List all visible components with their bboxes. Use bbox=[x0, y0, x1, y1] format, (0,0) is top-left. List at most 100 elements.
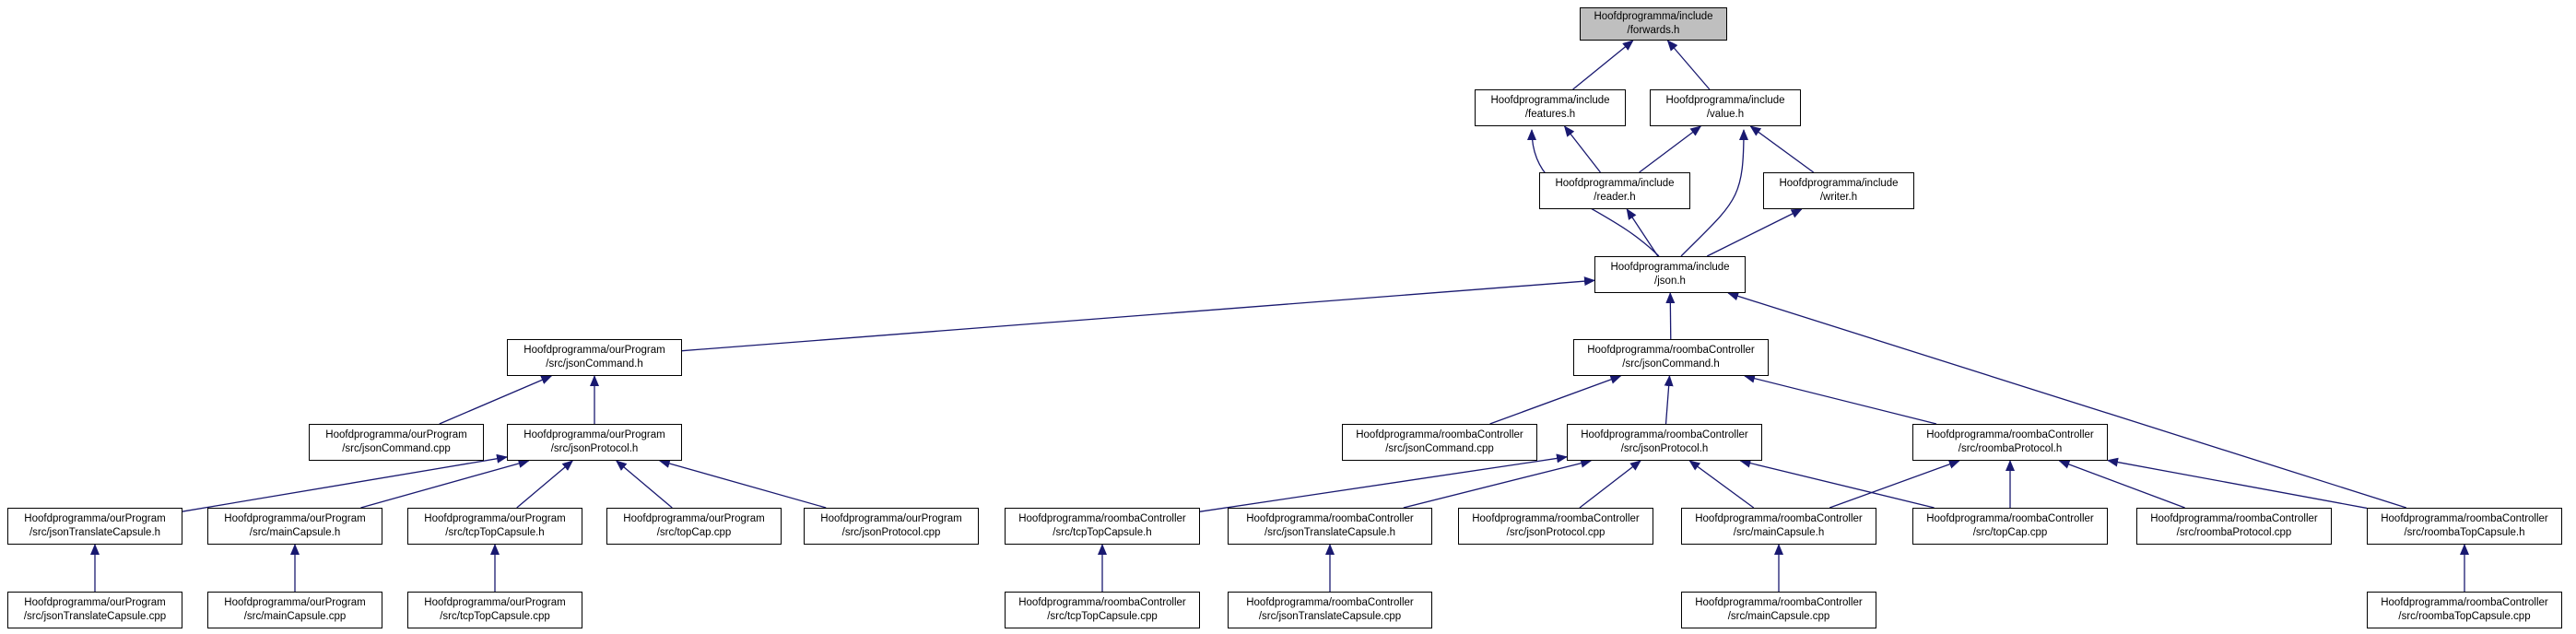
file-node-op-jsonTranslateCapsule-h[interactable]: Hoofdprogramma/ourProgram/src/jsonTransl… bbox=[7, 508, 182, 545]
node-file-label: /src/mainCapsule.h bbox=[249, 527, 341, 538]
node-path-label: Hoofdprogramma/roombaController bbox=[2381, 597, 2548, 608]
node-path-label: Hoofdprogramma/ourProgram bbox=[623, 513, 765, 524]
file-node-op-jsonTranslateCapsule-cpp[interactable]: Hoofdprogramma/ourProgram/src/jsonTransl… bbox=[7, 592, 182, 628]
edge-writer-to-value bbox=[1749, 125, 1815, 173]
file-node-reader[interactable]: Hoofdprogramma/include/reader.h bbox=[1539, 172, 1690, 209]
file-node-rc-jsonTranslateCapsule-cpp[interactable]: Hoofdprogramma/roombaController/src/json… bbox=[1228, 592, 1432, 628]
edge-features-to-forwards bbox=[1572, 40, 1634, 90]
edge-rc-roombaProtocol-h-to-rc-jsonCommand-h bbox=[1744, 373, 1937, 425]
file-node-rc-roombaTopCapsule-cpp[interactable]: Hoofdprogramma/roombaController/src/room… bbox=[2367, 592, 2562, 628]
node-file-label: /src/jsonCommand.h bbox=[1622, 358, 1720, 370]
file-node-op-mainCapsule-cpp[interactable]: Hoofdprogramma/ourProgram/src/mainCapsul… bbox=[207, 592, 382, 628]
file-node-op-tcpTopCapsule-h[interactable]: Hoofdprogramma/ourProgram/src/tcpTopCaps… bbox=[407, 508, 582, 545]
node-file-label: /src/jsonTranslateCapsule.cpp bbox=[1258, 611, 1402, 622]
node-file-label: /src/tcpTopCapsule.cpp bbox=[440, 611, 550, 622]
edge-op-jsonCommand-cpp-to-op-jsonCommand-h bbox=[439, 375, 553, 425]
node-path-label: Hoofdprogramma/roombaController bbox=[1926, 513, 2094, 524]
file-node-op-topCap-cpp[interactable]: Hoofdprogramma/ourProgram/src/topCap.cpp bbox=[606, 508, 782, 545]
file-node-rc-topCap-cpp[interactable]: Hoofdprogramma/roombaController/src/topC… bbox=[1912, 508, 2108, 545]
node-path-label: Hoofdprogramma/include bbox=[1779, 178, 1899, 189]
node-file-label: /src/topCap.cpp bbox=[656, 527, 732, 538]
file-node-op-tcpTopCapsule-cpp[interactable]: Hoofdprogramma/ourProgram/src/tcpTopCaps… bbox=[407, 592, 582, 628]
node-path-label: Hoofdprogramma/ourProgram bbox=[523, 429, 665, 440]
file-node-rc-tcpTopCapsule-h[interactable]: Hoofdprogramma/roombaController/src/tcpT… bbox=[1005, 508, 1200, 545]
edge-reader-to-value bbox=[1639, 125, 1702, 173]
edge-rc-tcpTopCapsule-h-to-rc-jsonProtocol-h bbox=[1199, 453, 1568, 512]
node-path-label: Hoofdprogramma/roombaController bbox=[1356, 429, 1523, 440]
file-node-value[interactable]: Hoofdprogramma/include/value.h bbox=[1650, 89, 1801, 126]
node-file-label: /src/tcpTopCapsule.cpp bbox=[1047, 611, 1158, 622]
node-path-label: Hoofdprogramma/ourProgram bbox=[424, 513, 566, 524]
edge-op-jsonProtocol-cpp-to-op-jsonProtocol-h bbox=[658, 459, 827, 509]
edge-json-to-writer bbox=[1706, 208, 1803, 257]
node-path-label: Hoofdprogramma/ourProgram bbox=[523, 345, 665, 356]
node-file-label: /src/mainCapsule.h bbox=[1733, 527, 1825, 538]
node-file-label: /src/jsonTranslateCapsule.cpp bbox=[23, 611, 167, 622]
node-file-label: /src/roombaProtocol.h bbox=[1958, 443, 2063, 454]
file-node-rc-tcpTopCapsule-cpp[interactable]: Hoofdprogramma/roombaController/src/tcpT… bbox=[1005, 592, 1200, 628]
edge-rc-topCap-cpp-to-rc-jsonProtocol-h bbox=[1739, 458, 1935, 509]
edge-rc-roombaTopCapsule-h-to-json bbox=[1727, 291, 2407, 509]
file-node-op-jsonCommand-cpp[interactable]: Hoofdprogramma/ourProgram/src/jsonComman… bbox=[309, 424, 484, 461]
file-node-op-jsonProtocol-cpp[interactable]: Hoofdprogramma/ourProgram/src/jsonProtoc… bbox=[804, 508, 979, 545]
node-file-label: /src/topCap.cpp bbox=[1972, 527, 2048, 538]
file-node-rc-jsonProtocol-h[interactable]: Hoofdprogramma/roombaController/src/json… bbox=[1567, 424, 1762, 461]
node-path-label: Hoofdprogramma/include bbox=[1490, 95, 1610, 106]
file-node-op-mainCapsule-h[interactable]: Hoofdprogramma/ourProgram/src/mainCapsul… bbox=[207, 508, 382, 545]
edge-rc-jsonCommand-h-to-json bbox=[1665, 292, 1676, 340]
edge-rc-roombaTopCapsule-h-to-rc-roombaProtocol-h bbox=[2107, 457, 2368, 510]
file-node-json[interactable]: Hoofdprogramma/include/json.h bbox=[1594, 256, 1746, 293]
file-node-rc-mainCapsule-cpp[interactable]: Hoofdprogramma/roombaController/src/main… bbox=[1681, 592, 1876, 628]
node-path-label: Hoofdprogramma/roombaController bbox=[1581, 429, 1748, 440]
file-node-rc-jsonCommand-h[interactable]: Hoofdprogramma/roombaController/src/json… bbox=[1573, 339, 1769, 376]
node-path-label: Hoofdprogramma/roombaController bbox=[1018, 597, 1186, 608]
node-path-label: Hoofdprogramma/roombaController bbox=[1695, 597, 1863, 608]
node-path-label: Hoofdprogramma/roombaController bbox=[2150, 513, 2318, 524]
edge-rc-roombaProtocol-cpp-to-rc-roombaProtocol-h bbox=[2058, 460, 2185, 509]
file-node-features[interactable]: Hoofdprogramma/include/features.h bbox=[1475, 89, 1626, 126]
node-file-label: /src/mainCapsule.cpp bbox=[1727, 611, 1830, 622]
edge-json-to-value bbox=[1680, 129, 1748, 257]
file-node-rc-jsonCommand-cpp[interactable]: Hoofdprogramma/roombaController/src/json… bbox=[1342, 424, 1537, 461]
node-path-label: Hoofdprogramma/roombaController bbox=[1246, 597, 1414, 608]
edge-rc-jsonProtocol-h-to-rc-jsonCommand-h bbox=[1664, 375, 1674, 425]
edge-op-jsonTranslateCapsule-h-to-op-jsonProtocol-h bbox=[182, 453, 508, 512]
node-file-label: /src/tcpTopCapsule.h bbox=[1053, 527, 1152, 538]
node-path-label: Hoofdprogramma/roombaController bbox=[1695, 513, 1863, 524]
file-node-rc-jsonProtocol-cpp[interactable]: Hoofdprogramma/roombaController/src/json… bbox=[1458, 508, 1653, 545]
node-path-label: Hoofdprogramma/roombaController bbox=[1472, 513, 1640, 524]
node-path-label: Hoofdprogramma/ourProgram bbox=[424, 597, 566, 608]
file-node-writer[interactable]: Hoofdprogramma/include/writer.h bbox=[1763, 172, 1914, 209]
edge-op-mainCapsule-h-to-op-jsonProtocol-h bbox=[360, 459, 530, 509]
file-node-op-jsonCommand-h[interactable]: Hoofdprogramma/ourProgram/src/jsonComman… bbox=[507, 339, 682, 376]
edge-rc-mainCapsule-h-to-rc-jsonProtocol-h bbox=[1688, 460, 1755, 509]
node-path-label: Hoofdprogramma/include bbox=[1610, 262, 1730, 273]
node-path-label: Hoofdprogramma/ourProgram bbox=[24, 597, 166, 608]
node-file-label: /src/roombaTopCapsule.h bbox=[2404, 527, 2525, 538]
edge-json-to-reader bbox=[1626, 208, 1659, 257]
node-file-label: /src/jsonCommand.cpp bbox=[1385, 443, 1494, 454]
node-path-label: Hoofdprogramma/roombaController bbox=[2381, 513, 2548, 524]
node-file-label: /src/roombaProtocol.cpp bbox=[2176, 527, 2292, 538]
file-node-rc-mainCapsule-h[interactable]: Hoofdprogramma/roombaController/src/main… bbox=[1681, 508, 1876, 545]
node-path-label: Hoofdprogramma/include bbox=[1555, 178, 1675, 189]
node-file-label: /src/jsonProtocol.cpp bbox=[1506, 527, 1606, 538]
edge-rc-jsonTranslateCapsule-h-to-rc-jsonProtocol-h bbox=[1403, 458, 1593, 509]
file-node-forwards: Hoofdprogramma/include/forwards.h bbox=[1580, 7, 1727, 41]
edge-value-to-forwards bbox=[1666, 40, 1711, 90]
node-file-label: /writer.h bbox=[1819, 192, 1858, 203]
file-node-rc-roombaTopCapsule-h[interactable]: Hoofdprogramma/roombaController/src/room… bbox=[2367, 508, 2562, 545]
node-file-label: /src/jsonCommand.cpp bbox=[342, 443, 451, 454]
file-node-op-jsonProtocol-h[interactable]: Hoofdprogramma/ourProgram/src/jsonProtoc… bbox=[507, 424, 682, 461]
edge-rc-jsonCommand-cpp-to-rc-jsonCommand-h bbox=[1489, 375, 1622, 425]
file-node-rc-roombaProtocol-h[interactable]: Hoofdprogramma/roombaController/src/room… bbox=[1912, 424, 2108, 461]
edge-reader-to-features bbox=[1563, 125, 1601, 173]
file-node-rc-roombaProtocol-cpp[interactable]: Hoofdprogramma/roombaController/src/room… bbox=[2136, 508, 2332, 545]
node-path-label: Hoofdprogramma/roombaController bbox=[1246, 513, 1414, 524]
node-path-label: Hoofdprogramma/ourProgram bbox=[24, 513, 166, 524]
file-node-rc-jsonTranslateCapsule-h[interactable]: Hoofdprogramma/roombaController/src/json… bbox=[1228, 508, 1432, 545]
node-path-label: Hoofdprogramma/roombaController bbox=[1926, 429, 2094, 440]
node-file-label: /src/jsonProtocol.h bbox=[1620, 443, 1709, 454]
node-file-label: /value.h bbox=[1706, 109, 1745, 120]
